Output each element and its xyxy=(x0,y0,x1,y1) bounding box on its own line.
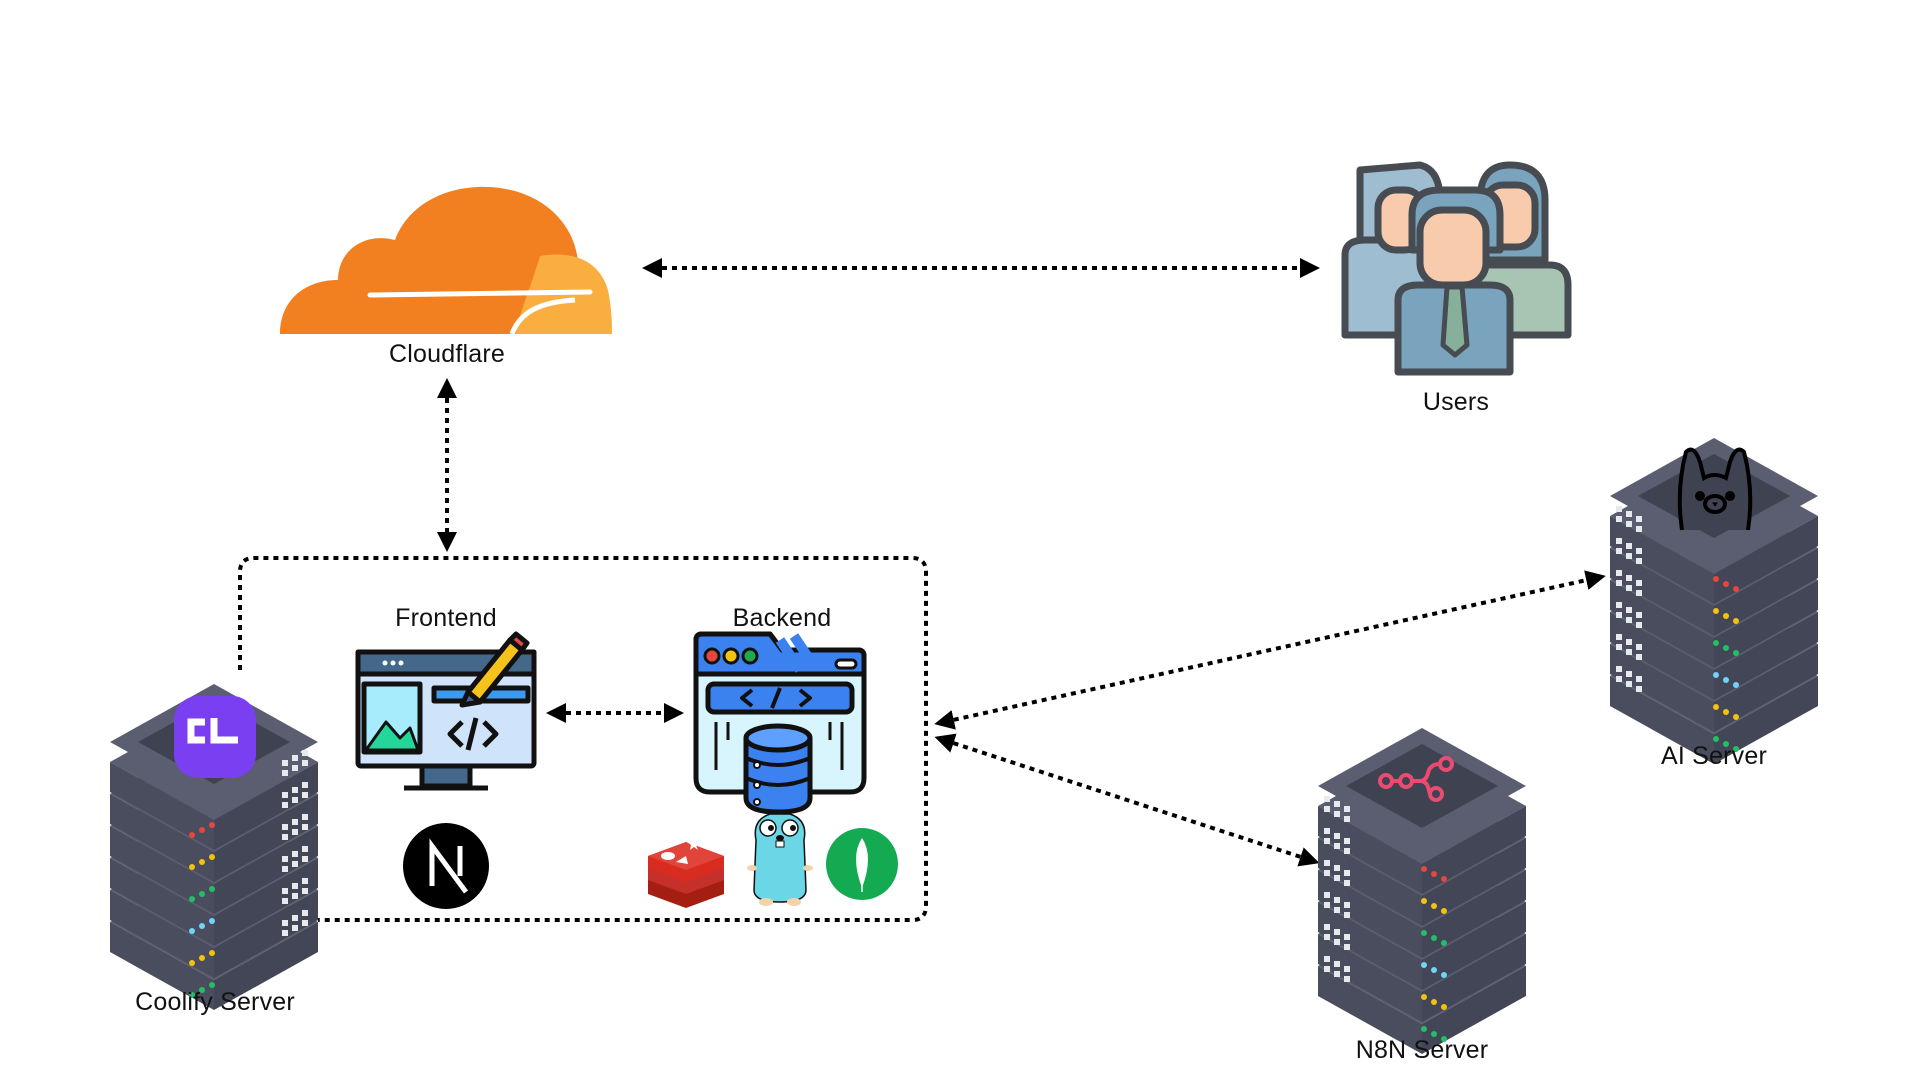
coolify-server-label: Coolify Server xyxy=(135,988,295,1016)
vents xyxy=(282,750,308,936)
backend-label: Backend xyxy=(732,604,832,632)
backend-database-window-icon xyxy=(693,631,867,815)
ollama-llama-icon xyxy=(1677,447,1753,531)
connector-coolify-n8n-server xyxy=(934,733,1320,867)
status-leds xyxy=(1713,576,1739,752)
status-leds xyxy=(189,822,215,998)
mongodb-logo-icon xyxy=(826,828,898,900)
n8n-logo-icon xyxy=(1378,756,1454,802)
ai-server-label: AI Server xyxy=(1661,742,1767,770)
n8n-server-icon xyxy=(1318,728,1526,1054)
web-design-monitor-icon xyxy=(355,631,537,791)
redis-logo-icon xyxy=(648,837,724,908)
status-leds xyxy=(1421,866,1447,1042)
vents xyxy=(1324,796,1350,982)
n8n-server-label: N8N Server xyxy=(1355,1036,1489,1064)
coolify-logo-icon xyxy=(174,696,256,778)
frontend-label: Frontend xyxy=(395,604,497,632)
users-group-icon xyxy=(1341,161,1572,376)
nextjs-logo-icon xyxy=(403,823,489,909)
go-gopher-icon xyxy=(747,813,813,906)
vents xyxy=(1616,506,1642,692)
connector-coolify-ai-server xyxy=(934,570,1606,730)
cloudflare-label: Cloudflare xyxy=(389,340,505,368)
users-label: Users xyxy=(1422,388,1490,416)
cloudflare-cloud-icon xyxy=(280,186,612,335)
